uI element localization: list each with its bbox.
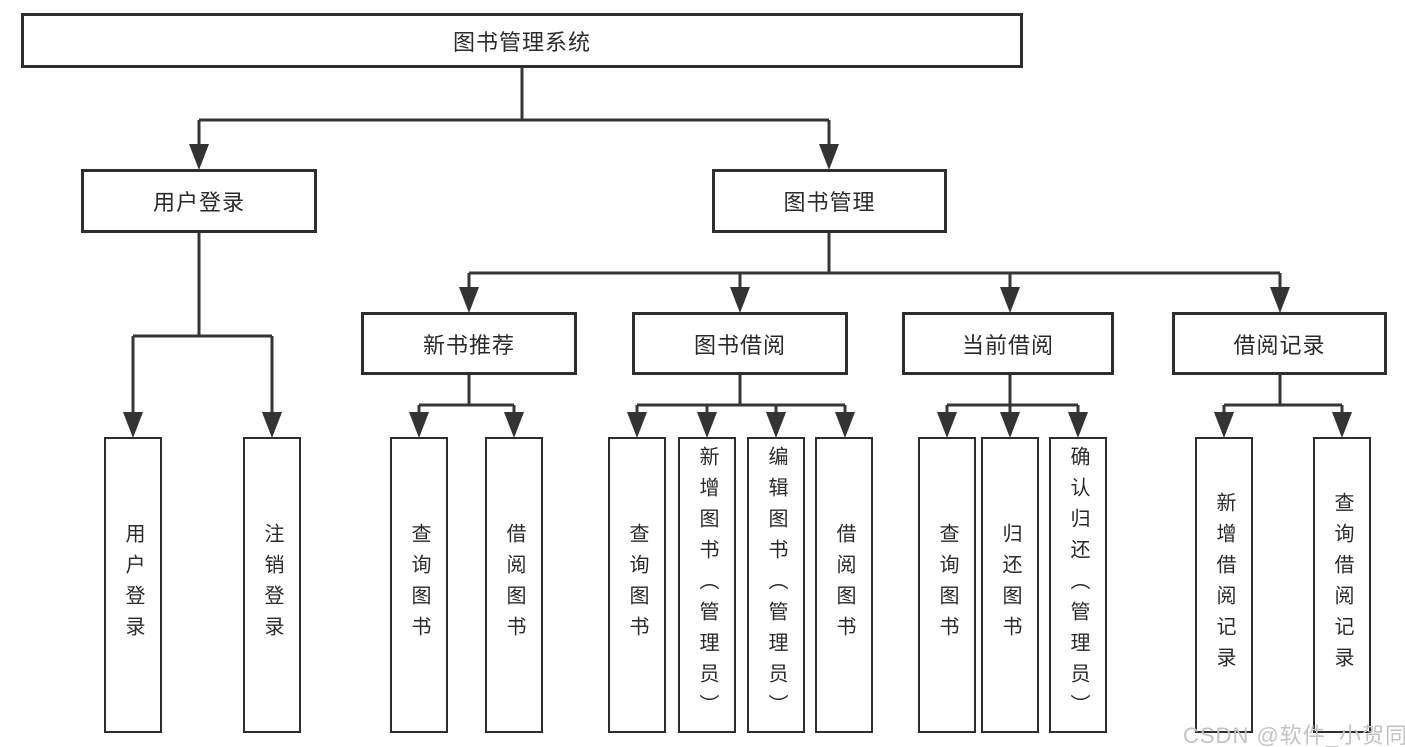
node-label: 查询图书 — [936, 523, 958, 647]
node-label: 图书管理系统 — [452, 29, 591, 55]
arrow-down-icon — [1214, 412, 1234, 438]
arrow-down-icon — [937, 412, 957, 438]
connector-newbook-to-leaves — [417, 375, 516, 420]
arrow-down-icon — [1000, 412, 1020, 438]
arrow-down-icon — [262, 412, 282, 438]
connector-bookmgmt-to-level3 — [467, 233, 1282, 295]
node-label: 借阅图书 — [503, 523, 525, 647]
node-library-management-system: 图书管理系统 — [21, 13, 1023, 68]
arrow-down-icon — [835, 412, 855, 438]
node-label: 图书管理 — [783, 190, 876, 215]
connector-root-to-level2 — [197, 68, 831, 152]
node-leaf-query-books-current: 查询图书 — [918, 437, 976, 733]
node-leaf-query-books-recommend: 查询图书 — [390, 437, 448, 733]
arrow-down-icon — [1068, 412, 1088, 438]
node-label: 借阅记录 — [1233, 332, 1326, 358]
arrow-down-icon — [1270, 287, 1290, 313]
node-leaf-user-login: 用户登录 — [104, 437, 162, 733]
watermark: CSDN @软件_小贺同学 — [1183, 723, 1405, 747]
node-book-borrow: 图书借阅 — [632, 312, 848, 375]
node-leaf-return-books: 归还图书 — [981, 437, 1039, 733]
arrow-down-icon — [627, 412, 647, 438]
node-current-borrow: 当前借阅 — [902, 312, 1114, 375]
node-label: 用户登录 — [152, 190, 245, 215]
node-leaf-add-books-admin: 新增图书（管理员） — [678, 437, 736, 733]
connector-userlogin-to-leaves — [131, 233, 274, 420]
node-label: 用户登录 — [122, 523, 144, 647]
node-label: 注销登录 — [261, 523, 283, 647]
node-leaf-borrow-books: 借阅图书 — [815, 437, 873, 733]
node-label: 查询图书 — [408, 523, 430, 647]
node-label: 当前借阅 — [961, 332, 1054, 358]
arrow-down-icon — [504, 412, 524, 438]
node-leaf-confirm-return-admin: 确认归还（管理员） — [1049, 437, 1107, 733]
node-leaf-query-books-borrow: 查询图书 — [608, 437, 666, 733]
node-book-management: 图书管理 — [712, 169, 947, 233]
node-leaf-query-borrow-record: 查询借阅记录 — [1313, 437, 1371, 733]
node-new-book-recommend: 新书推荐 — [361, 312, 577, 375]
node-label: 图书借阅 — [693, 332, 786, 358]
arrow-down-icon — [1000, 287, 1020, 313]
arrow-down-icon — [1332, 412, 1352, 438]
arrow-down-icon — [459, 287, 479, 313]
arrow-down-icon — [409, 412, 429, 438]
node-user-login-group: 用户登录 — [81, 169, 317, 233]
arrow-down-icon — [189, 144, 209, 170]
node-leaf-add-borrow-record: 新增借阅记录 — [1195, 437, 1253, 733]
node-leaf-logout: 注销登录 — [243, 437, 301, 733]
node-label: 确认归还（管理员） — [1067, 445, 1089, 725]
connector-bookborrow-to-leaves — [635, 375, 847, 420]
arrow-down-icon — [123, 412, 143, 438]
node-label: 新书推荐 — [422, 332, 515, 358]
connector-borrowrecord-to-leaves — [1222, 375, 1344, 420]
node-label: 新增图书（管理员） — [696, 445, 718, 725]
arrowheads — [123, 144, 1352, 438]
node-label: 归还图书 — [999, 523, 1021, 647]
arrow-down-icon — [697, 412, 717, 438]
node-leaf-edit-books-admin: 编辑图书（管理员） — [747, 437, 805, 733]
arrow-down-icon — [730, 287, 750, 313]
node-label: 新增借阅记录 — [1213, 492, 1235, 678]
node-label: 查询借阅记录 — [1331, 492, 1353, 678]
node-leaf-borrow-books-recommend: 借阅图书 — [485, 437, 543, 733]
node-label: 编辑图书（管理员） — [765, 445, 787, 725]
node-label: 借阅图书 — [833, 523, 855, 647]
arrow-down-icon — [819, 144, 839, 170]
arrow-down-icon — [766, 412, 786, 438]
node-borrow-record: 借阅记录 — [1172, 312, 1387, 375]
node-label: 查询图书 — [626, 523, 648, 647]
